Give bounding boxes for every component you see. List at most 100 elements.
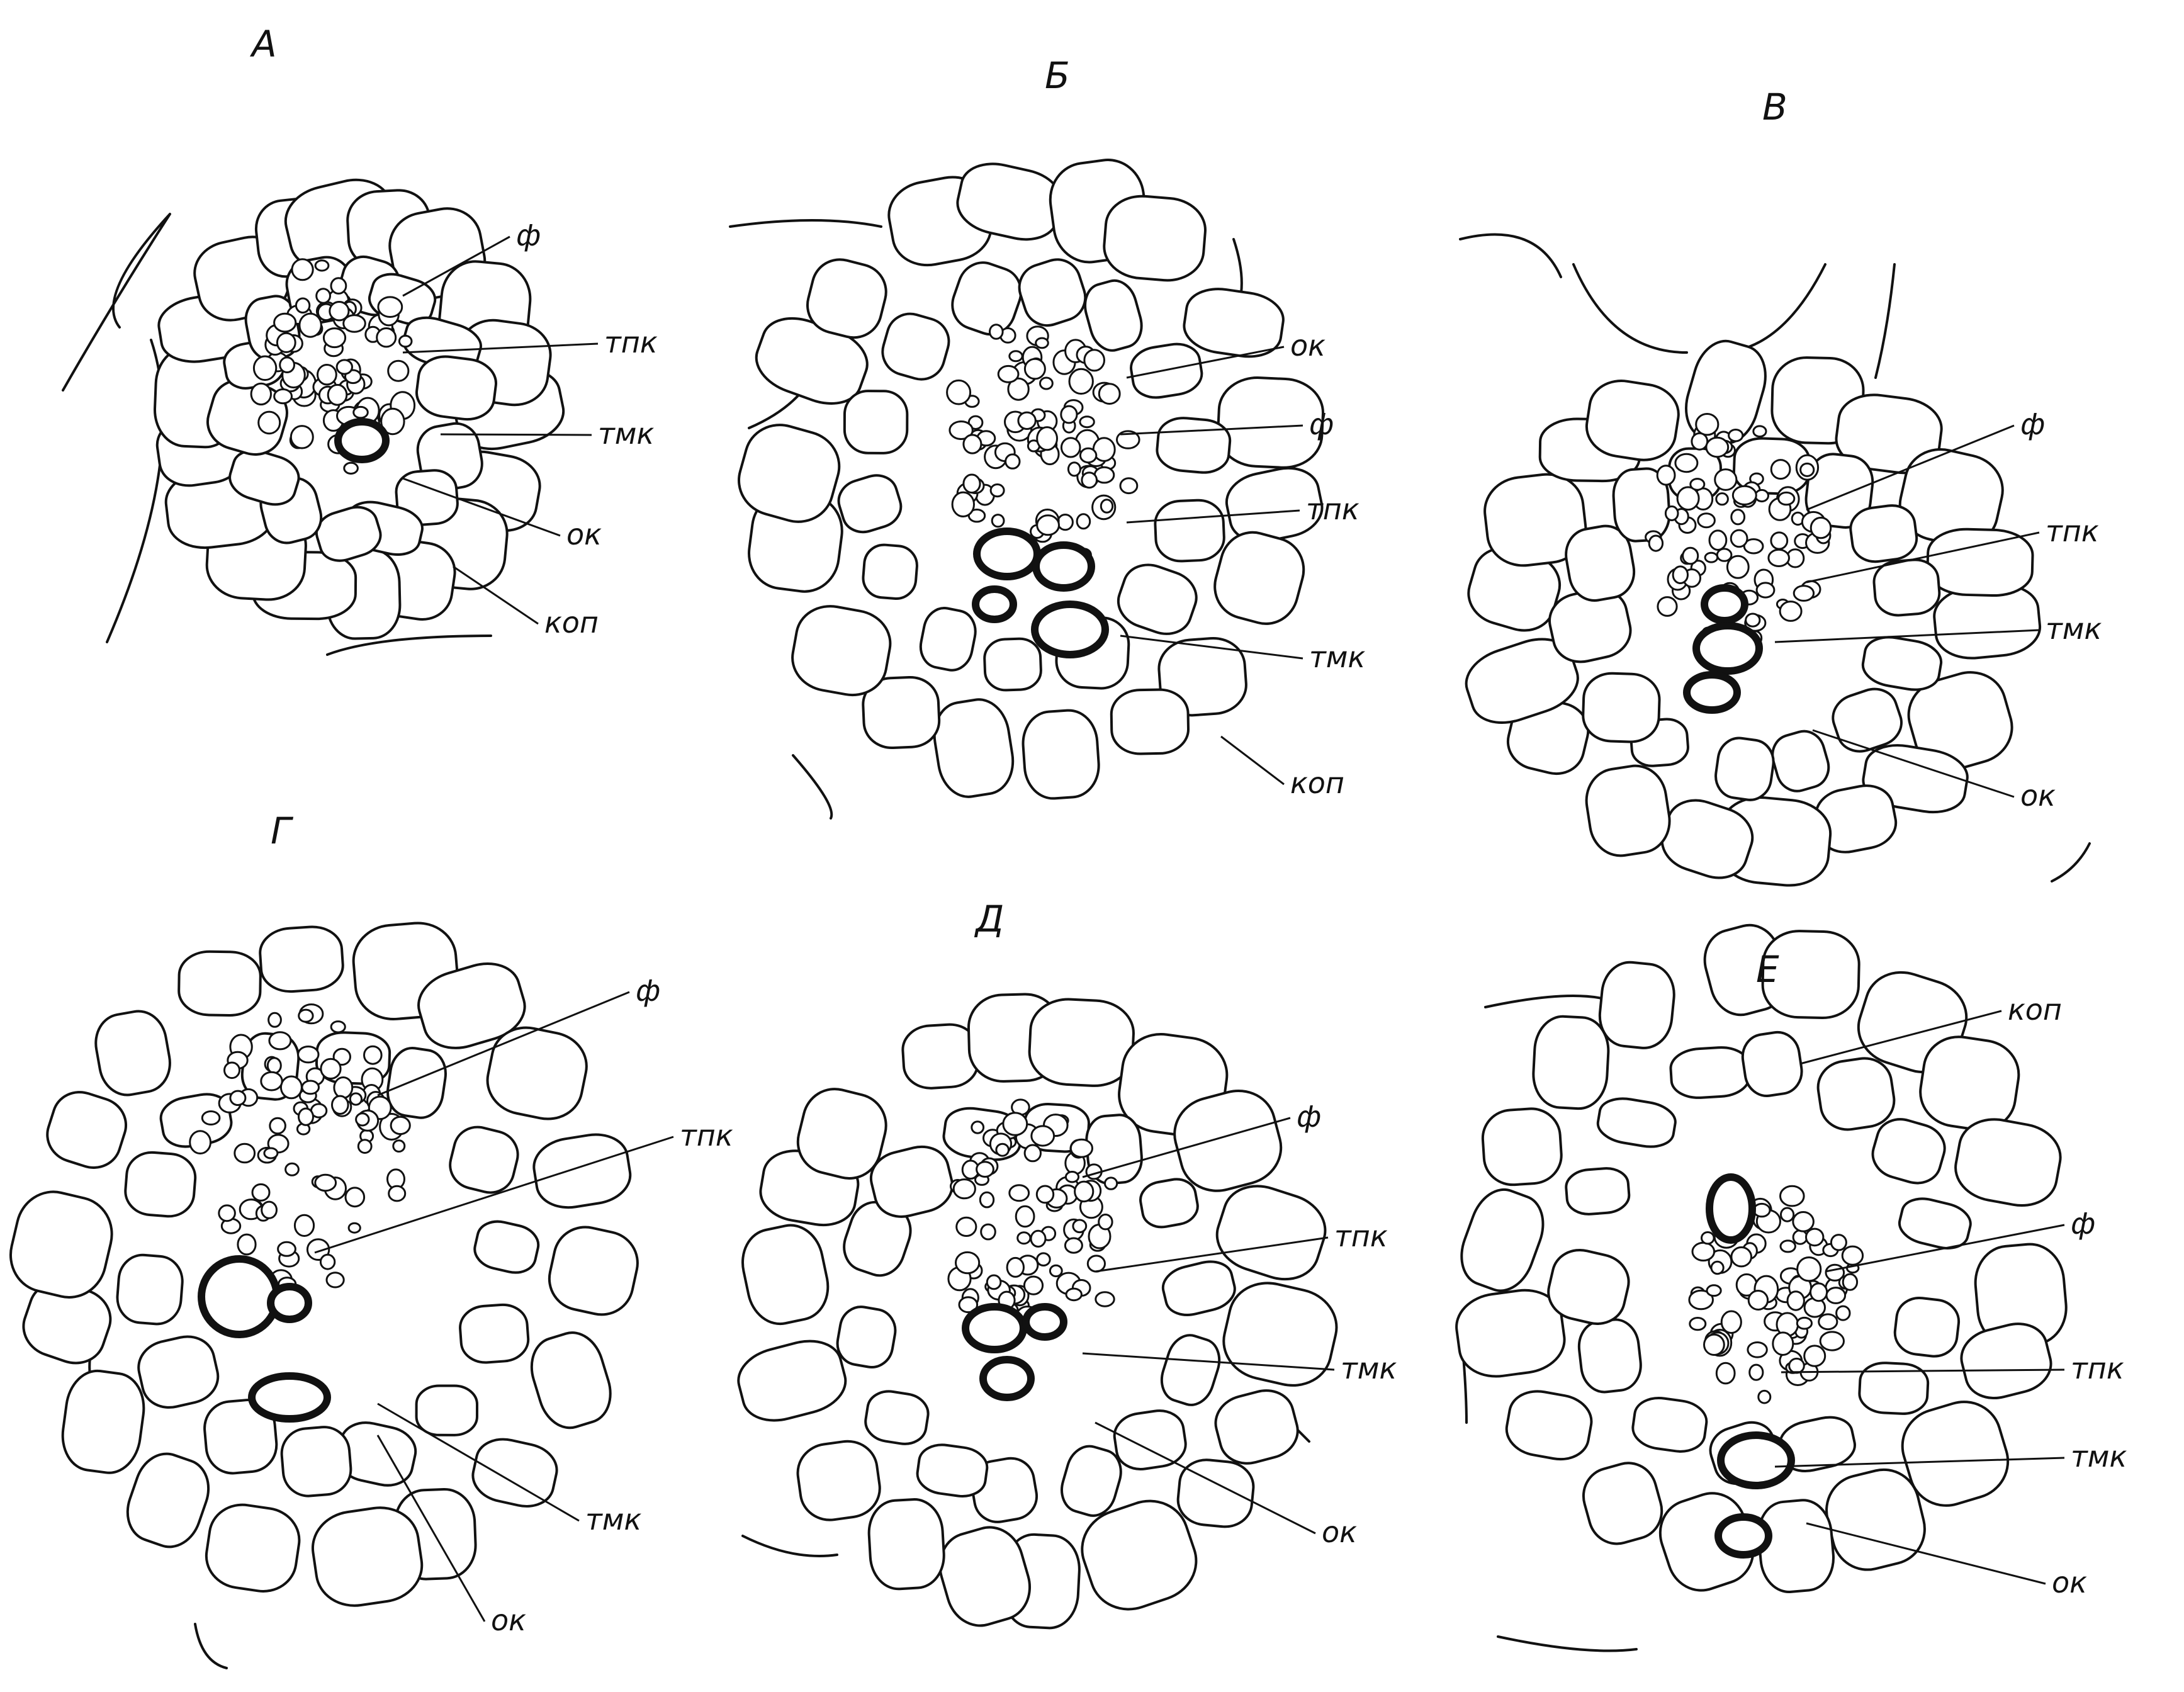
phloem-cell <box>947 380 971 404</box>
parenchyma-cell <box>1159 1256 1239 1320</box>
phloem-cell <box>332 1096 349 1114</box>
phloem-cell <box>1759 1390 1770 1403</box>
label-b-3: тмк <box>1309 640 1365 674</box>
parenchyma-cell <box>794 1438 884 1524</box>
phloem-cell <box>1702 1232 1714 1244</box>
phloem-cell <box>1819 1314 1837 1329</box>
phloem-cell <box>954 1180 975 1198</box>
parenchyma-cell <box>1210 1384 1303 1470</box>
parenchyma-cell <box>1565 1166 1630 1215</box>
parenchyma-cell <box>1217 376 1325 469</box>
phloem-cell <box>1773 1333 1793 1355</box>
phloem-cell <box>378 297 402 317</box>
panel-letter: Б <box>1045 54 1070 97</box>
parenchyma-cell <box>917 605 979 674</box>
phloem-cell <box>1804 1346 1825 1366</box>
phloem-cell <box>292 259 313 280</box>
phloem-cell <box>1025 359 1045 379</box>
xylem-vessel <box>338 422 386 460</box>
phloem-cell <box>1099 1215 1112 1229</box>
phloem-cell <box>274 390 292 403</box>
parenchyma-cell <box>385 1045 449 1120</box>
phloem-cell <box>1753 1204 1770 1216</box>
phloem-cell <box>1843 1274 1857 1290</box>
parenchyma-cell <box>40 1085 133 1175</box>
phloem-cell <box>1080 448 1096 462</box>
phloem-cell <box>328 385 347 405</box>
phloem-cell <box>1010 351 1022 361</box>
label-v-1: тпк <box>2046 514 2099 548</box>
phloem-cell <box>1673 567 1687 584</box>
parenchyma-cell <box>877 308 954 385</box>
phloem-cell <box>296 298 309 313</box>
phloem-cell <box>1842 1246 1862 1265</box>
label-d-2: тмк <box>1341 1351 1397 1385</box>
label-v-0: ф <box>2020 407 2045 441</box>
xylem-vessel <box>271 1287 308 1319</box>
parenchyma-cell <box>945 256 1028 341</box>
phloem-cell <box>261 1072 282 1090</box>
label-b-1: ф <box>1309 407 1334 441</box>
phloem-cell <box>1733 486 1756 504</box>
phloem-cell <box>1757 583 1774 597</box>
phloem-cell <box>1748 1291 1767 1310</box>
phloem-cell <box>1709 531 1726 550</box>
parenchyma-cell <box>1577 1457 1668 1550</box>
phloem-cell <box>1105 1178 1117 1189</box>
phloem-cell <box>1040 378 1053 389</box>
panel-letter: А <box>249 23 277 65</box>
phloem-cell <box>1794 586 1813 601</box>
phloem-cell <box>331 278 346 294</box>
phloem-cell <box>1711 1261 1723 1273</box>
phloem-cell <box>190 1131 211 1154</box>
phloem-cell <box>1707 1285 1721 1296</box>
parenchyma-cell <box>1452 1182 1553 1299</box>
parenchyma-cell <box>202 1500 303 1596</box>
label-b-4: коп <box>1290 766 1344 800</box>
phloem-cell <box>1779 492 1794 504</box>
label-e-0: коп <box>2008 993 2062 1027</box>
phloem-cell <box>1750 1365 1763 1380</box>
phloem-cell <box>1769 550 1789 566</box>
panel-g: Гфтпктмкок <box>3 809 733 1668</box>
phloem-cell <box>1037 1186 1053 1203</box>
phloem-cell <box>981 1224 996 1239</box>
phloem-cell <box>1692 433 1708 449</box>
phloem-cell <box>1665 507 1678 521</box>
xylem-vessel <box>201 1259 277 1334</box>
parenchyma-cell <box>834 470 906 538</box>
phloem-cell <box>1698 514 1715 527</box>
phloem-cell <box>1755 490 1769 501</box>
label-g-2: тмк <box>585 1503 641 1537</box>
phloem-cell <box>393 1141 405 1152</box>
phloem-cell <box>388 361 408 381</box>
phloem-cell <box>992 515 1004 527</box>
phloem-cell <box>1099 384 1120 404</box>
panel-letter: Г <box>271 809 294 852</box>
phloem-cell <box>1797 1317 1811 1329</box>
parenchyma-cell <box>845 391 908 453</box>
phloem-cell <box>1706 437 1728 456</box>
xylem-vessel <box>1035 604 1105 655</box>
parenchyma-cell <box>1860 633 1944 694</box>
phloem-cell <box>230 1091 245 1105</box>
label-d-1: тпк <box>1334 1219 1388 1253</box>
phloem-cell <box>1837 1306 1850 1320</box>
label-a-2: тмк <box>598 417 654 451</box>
phloem-cell <box>1811 1283 1827 1301</box>
phloem-cell <box>320 1255 334 1269</box>
phloem-cell <box>1073 1220 1086 1232</box>
leader-line <box>1221 736 1284 784</box>
phloem-cell <box>1801 463 1814 476</box>
parenchyma-cell <box>119 1446 217 1554</box>
phloem-cell <box>1031 1231 1045 1246</box>
label-d-3: ок <box>1322 1515 1357 1549</box>
phloem-cell <box>280 358 295 373</box>
phloem-cell <box>1037 1253 1050 1266</box>
parenchyma-cell <box>259 925 344 993</box>
label-v-3: ок <box>2020 779 2056 813</box>
phloem-cell <box>956 1252 979 1273</box>
phloem-cell <box>1787 1292 1804 1310</box>
label-g-3: ок <box>491 1603 526 1637</box>
phloem-cell <box>295 1215 313 1236</box>
